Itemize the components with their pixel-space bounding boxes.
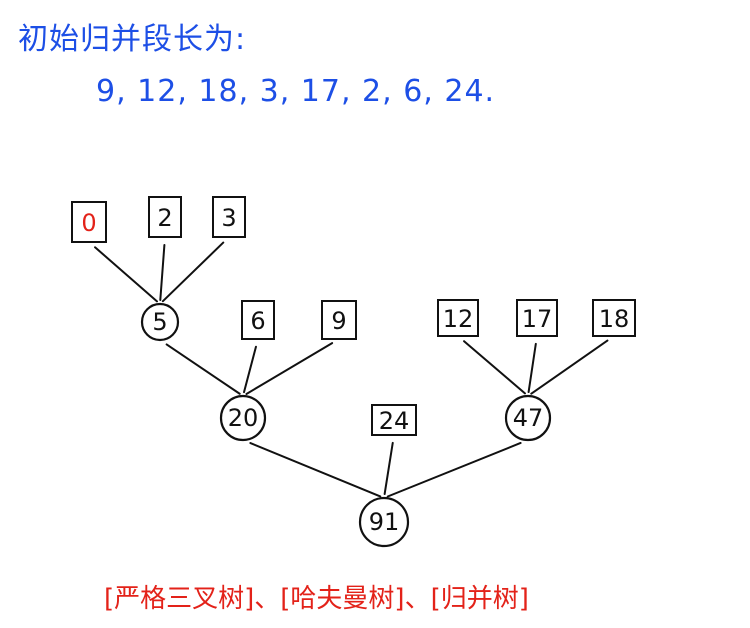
leaf-value-2: 2 [157, 204, 172, 232]
diagram-title: 初始归并段长为: [18, 22, 247, 57]
leaf-node-17: 17 [516, 299, 558, 337]
edge-47-to-91 [386, 441, 522, 498]
leaf-node-0: 0 [71, 201, 107, 243]
internal-node-20: 20 [219, 394, 267, 442]
leaf-node-6: 6 [241, 300, 275, 340]
initial-run-lengths: 9, 12, 18, 3, 17, 2, 6, 24. [96, 74, 496, 109]
leaf-node-3: 3 [212, 196, 246, 238]
internal-value-20: 20 [228, 404, 259, 432]
leaf-box-12 [437, 299, 479, 337]
edge-0-to-5 [94, 246, 158, 303]
leaf-node-18: 18 [592, 299, 636, 337]
internal-circle-5 [140, 302, 180, 342]
edge-6-to-20 [243, 345, 257, 394]
edge-17-to-47 [527, 342, 537, 394]
edge-9-to-20 [245, 342, 334, 395]
leaf-box-2 [148, 196, 182, 238]
leaf-node-12: 12 [437, 299, 479, 337]
leaf-box-18 [592, 299, 636, 337]
leaf-box-0 [71, 201, 107, 243]
leaf-box-3 [212, 196, 246, 238]
leaf-box-24 [371, 404, 417, 436]
edge-20-to-91 [249, 442, 382, 498]
internal-node-47: 47 [504, 394, 552, 442]
leaf-value-0: 0 [81, 209, 96, 237]
leaf-node-24: 24 [371, 404, 417, 436]
leaf-box-17 [516, 299, 558, 337]
edge-18-to-47 [530, 339, 609, 395]
leaf-value-12: 12 [443, 305, 474, 333]
tree-caption: [严格三叉树]、[哈夫曼树]、[归并树] [104, 584, 529, 614]
leaf-value-3: 3 [221, 204, 236, 232]
edge-5-to-20 [165, 343, 241, 395]
edge-24-to-91 [383, 441, 394, 496]
leaf-value-18: 18 [599, 305, 630, 333]
leaf-node-9: 9 [321, 300, 357, 340]
internal-node-5: 5 [140, 302, 180, 342]
internal-circle-91 [358, 496, 410, 548]
leaf-value-24: 24 [379, 407, 410, 435]
leaf-box-6 [241, 300, 275, 340]
internal-circle-47 [504, 394, 552, 442]
leaf-value-17: 17 [522, 305, 553, 333]
edge-3-to-5 [161, 241, 225, 303]
internal-value-47: 47 [513, 404, 544, 432]
edge-2-to-5 [159, 243, 166, 302]
internal-circle-20 [219, 394, 267, 442]
leaf-value-9: 9 [331, 307, 346, 335]
leaf-node-2: 2 [148, 196, 182, 238]
leaf-value-6: 6 [250, 307, 265, 335]
internal-value-5: 5 [152, 308, 167, 336]
edge-12-to-47 [463, 340, 526, 395]
internal-node-91: 91 [358, 496, 410, 548]
leaf-box-9 [321, 300, 357, 340]
internal-value-91: 91 [369, 508, 400, 536]
tree-edges [94, 241, 609, 498]
tree-nodes: 0 2 3 6 9 24 12 17 18 5 20 47 91 [71, 196, 636, 548]
